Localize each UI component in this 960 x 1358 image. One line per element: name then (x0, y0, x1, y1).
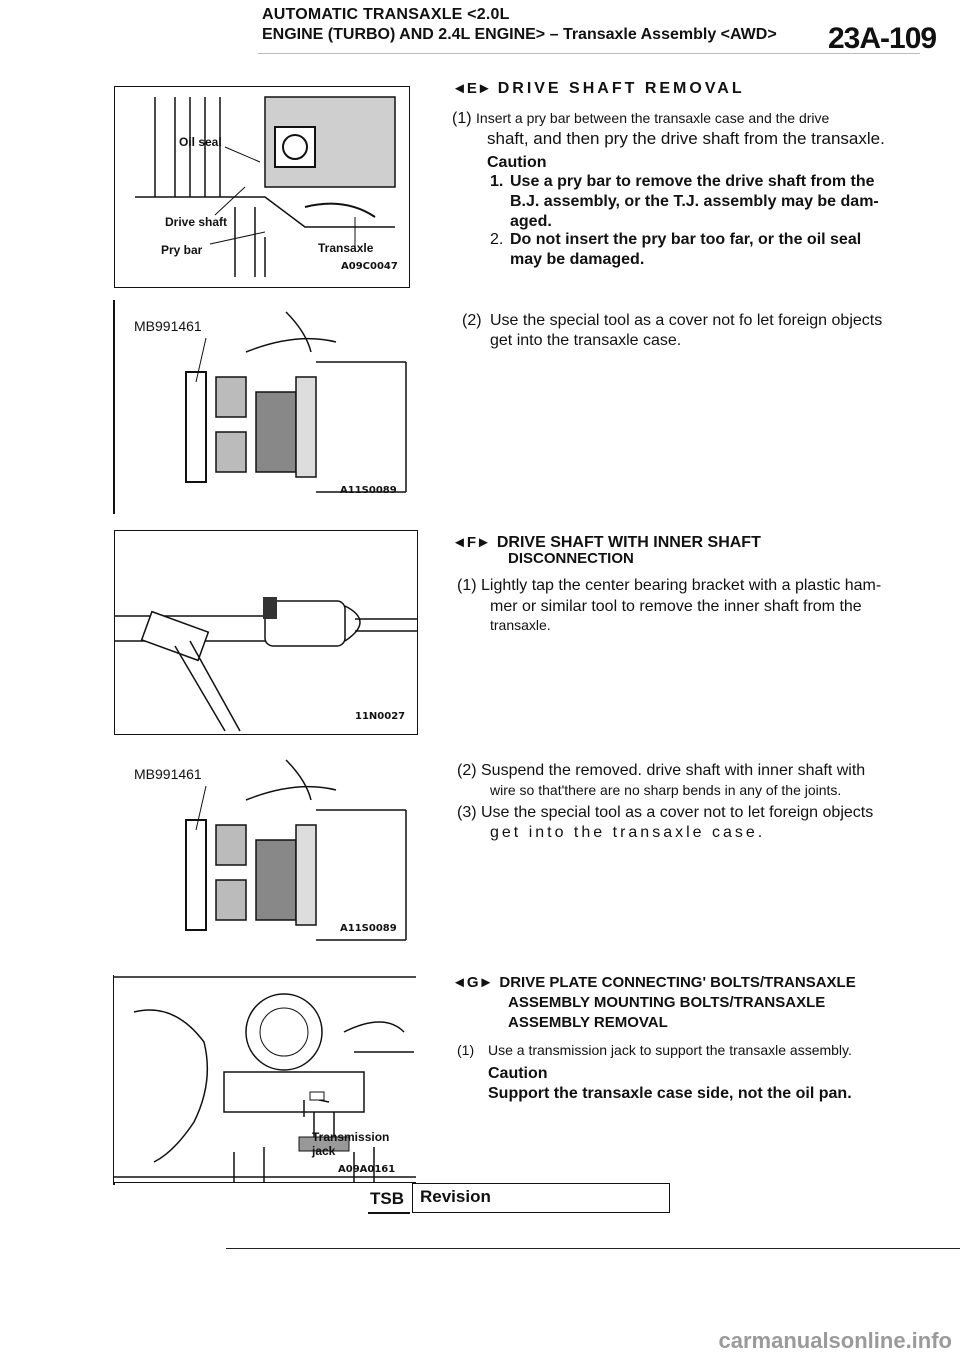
section-e-heading: ◄E► DRIVE SHAFT REMOVAL (452, 80, 745, 98)
figure-hammer: 11N0027 (114, 530, 418, 735)
figure-special-tool-2: MB991461 A11S0089 (116, 750, 416, 962)
caution-item-1-cont: B.J. assembly, or the T.J. assembly may … (510, 193, 879, 210)
tool-number: MB991461 (134, 766, 202, 782)
section-f-step1-end: transaxle. (490, 617, 551, 633)
section-f-step3: (3) Use the special tool as a cover not … (457, 804, 874, 821)
label-transaxle: Transaxle (318, 241, 374, 255)
caution-item-2: Do not insert the pry bar too far, or th… (510, 231, 862, 248)
section-f-heading: ◄F► DRIVE SHAFT WITH INNER SHAFT (452, 534, 761, 552)
label-oil-seal: Oil seal (179, 135, 222, 149)
header-rule (258, 53, 920, 54)
section-e-title: DRIVE SHAFT REMOVAL (497, 80, 745, 97)
figure-code: A11S0089 (340, 923, 397, 934)
tool-number: MB991461 (134, 318, 202, 334)
label-drive-shaft: Drive shaft (165, 215, 228, 229)
section-g-title: DRIVE PLATE CONNECTING' BOLTS/TRANSAXLE (499, 974, 856, 991)
section-f-step2: (2) Suspend the removed. drive shaft wit… (457, 762, 866, 779)
caution-text: Support the transaxle case side, not the… (488, 1085, 852, 1102)
label-pry-bar: Pry bar (161, 243, 203, 257)
header-line-1: AUTOMATIC TRANSAXLE <2.0L (262, 6, 510, 23)
left-rule (113, 975, 115, 1185)
section-e-step2: Use the special tool as a cover not fo l… (490, 312, 883, 329)
figure-special-tool-1: MB991461 A11S0089 (116, 302, 416, 514)
step-number: (1) (452, 110, 472, 127)
section-g-title-line2: ASSEMBLY MOUNTING BOLTS/TRANSAXLE (508, 994, 826, 1011)
section-g-title-line3: ASSEMBLY REMOVAL (508, 1014, 668, 1031)
section-f-title: DRIVE SHAFT WITH INNER SHAFT (496, 534, 761, 551)
step-number: (1) (457, 1042, 475, 1058)
figure-code: A09C0047 (341, 261, 398, 272)
section-e-step1: (1) Insert a pry bar between the transax… (452, 108, 942, 129)
section-e-step1-cont: shaft, and then pry the drive shaft from… (487, 129, 885, 148)
figure-transmission-jack: Transmission jack A09A0161 (114, 972, 416, 1183)
figure-pry-bar: Oil seal Drive shaft Pry bar Transaxle A… (114, 86, 410, 288)
caution-item-1: Use a pry bar to remove the drive shaft … (510, 173, 875, 190)
section-f-marker: ◄F► (452, 534, 491, 551)
header-line-2: ENGINE (TURBO) AND 2.4L ENGINE> – Transa… (262, 26, 777, 43)
revision-label: Revision (420, 1187, 491, 1206)
label-jack: jack (312, 1144, 336, 1158)
section-g-step1: Use a transmission jack to support the t… (488, 1042, 852, 1058)
special-tool-drawing (185, 759, 407, 941)
section-f-title-cont: DISCONNECTION (508, 550, 634, 567)
caution-item-2-cont: may be damaged. (510, 251, 645, 268)
section-e-marker: ◄E► (452, 80, 492, 97)
special-tool-drawing (185, 311, 407, 493)
label-transmission: Transmission (312, 1130, 390, 1144)
transmission-jack-drawing (114, 976, 416, 1182)
caution-item-1-end: aged. (510, 213, 552, 230)
step-text: Insert a pry bar between the transaxle c… (476, 110, 830, 126)
figure-code: 11N0027 (355, 711, 406, 722)
page-number: 23A-109 (828, 22, 937, 55)
figure-code: A09A0161 (338, 1164, 396, 1175)
tsb-label: TSB (370, 1189, 404, 1208)
caution-label: Caution (488, 1065, 548, 1082)
caution-label: Caution (487, 154, 547, 171)
tsb-revision-box (412, 1183, 670, 1213)
bottom-rule (226, 1248, 960, 1249)
figure-pry-bar-drawing (135, 96, 396, 277)
left-rule (113, 300, 115, 514)
caution-item-number: 1. (490, 173, 504, 190)
figure-code: A11S0089 (340, 485, 397, 496)
caution-item-number: 2. (490, 231, 504, 248)
section-e-step2-cont: get into the transaxle case. (490, 332, 682, 349)
section-g-heading: ◄G► DRIVE PLATE CONNECTING' BOLTS/TRANSA… (452, 974, 856, 991)
hammer-drawing (115, 597, 417, 732)
watermark: carmanualsonline.info (718, 1328, 953, 1353)
section-f-step1-cont: mer or similar tool to remove the inner … (490, 598, 862, 615)
section-g-marker: ◄G► (452, 974, 494, 991)
tsb-underline (368, 1212, 410, 1214)
step-number: (2) (462, 312, 482, 329)
section-f-step2-cont: wire so that'there are no sharp bends in… (490, 782, 842, 798)
section-f-step3-cont: get into the transaxle case. (490, 824, 766, 841)
section-f-step1: (1) Lightly tap the center bearing brack… (457, 577, 882, 594)
